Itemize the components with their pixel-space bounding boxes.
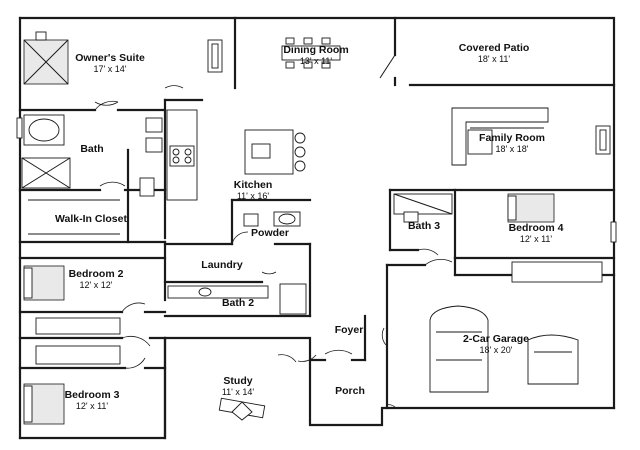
- windows: [16, 17, 617, 439]
- family-room-dims: 18' x 18': [496, 144, 529, 154]
- bedroom-4-dims: 12' x 11': [520, 234, 553, 244]
- bedroom-3-label: Bedroom 3: [65, 389, 120, 401]
- laundry-label: Laundry: [201, 259, 243, 271]
- porch-label: Porch: [335, 385, 365, 397]
- garage-dims: 18' x 20': [480, 345, 513, 355]
- owners-suite-dims: 17' x 14': [94, 64, 127, 74]
- car: [429, 305, 489, 393]
- bedroom-2-label: Bedroom 2: [69, 268, 124, 280]
- kitchen-dims: 11' x 16': [237, 191, 270, 201]
- dining-table: [281, 45, 341, 61]
- door-swings: [94, 85, 453, 409]
- fixtures: [21, 31, 611, 425]
- bath-3-label: Bath 3: [408, 220, 440, 232]
- family-room-label: Family Room: [479, 132, 545, 144]
- walk-in-closet-label: Walk-In Closet: [55, 213, 127, 225]
- covered-patio-label: Covered Patio: [459, 42, 530, 54]
- kitchen-label: Kitchen: [234, 179, 273, 191]
- garage-label: 2-Car Garage: [463, 333, 529, 345]
- bath-2-label: Bath 2: [222, 297, 254, 309]
- bedroom-2-dims: 12' x 12': [80, 280, 113, 290]
- owners-suite-label: Owner's Suite: [75, 52, 145, 64]
- bath-label: Bath: [80, 143, 103, 155]
- study-label: Study: [223, 375, 252, 387]
- powder-label: Powder: [251, 227, 289, 239]
- covered-patio-dims: 18' x 11': [478, 54, 511, 64]
- bedroom-4-label: Bedroom 4: [509, 222, 564, 234]
- room-labels: Owner's Suite 17' x 14' Dining Room 13' …: [55, 42, 564, 411]
- dining-room-label: Dining Room: [283, 44, 348, 56]
- dining-room-dims: 13' x 11': [300, 56, 333, 66]
- sectional-sofa: [451, 107, 549, 166]
- foyer-label: Foyer: [335, 324, 364, 336]
- study-dims: 11' x 14': [222, 387, 255, 397]
- bedroom-3-dims: 12' x 11': [76, 401, 109, 411]
